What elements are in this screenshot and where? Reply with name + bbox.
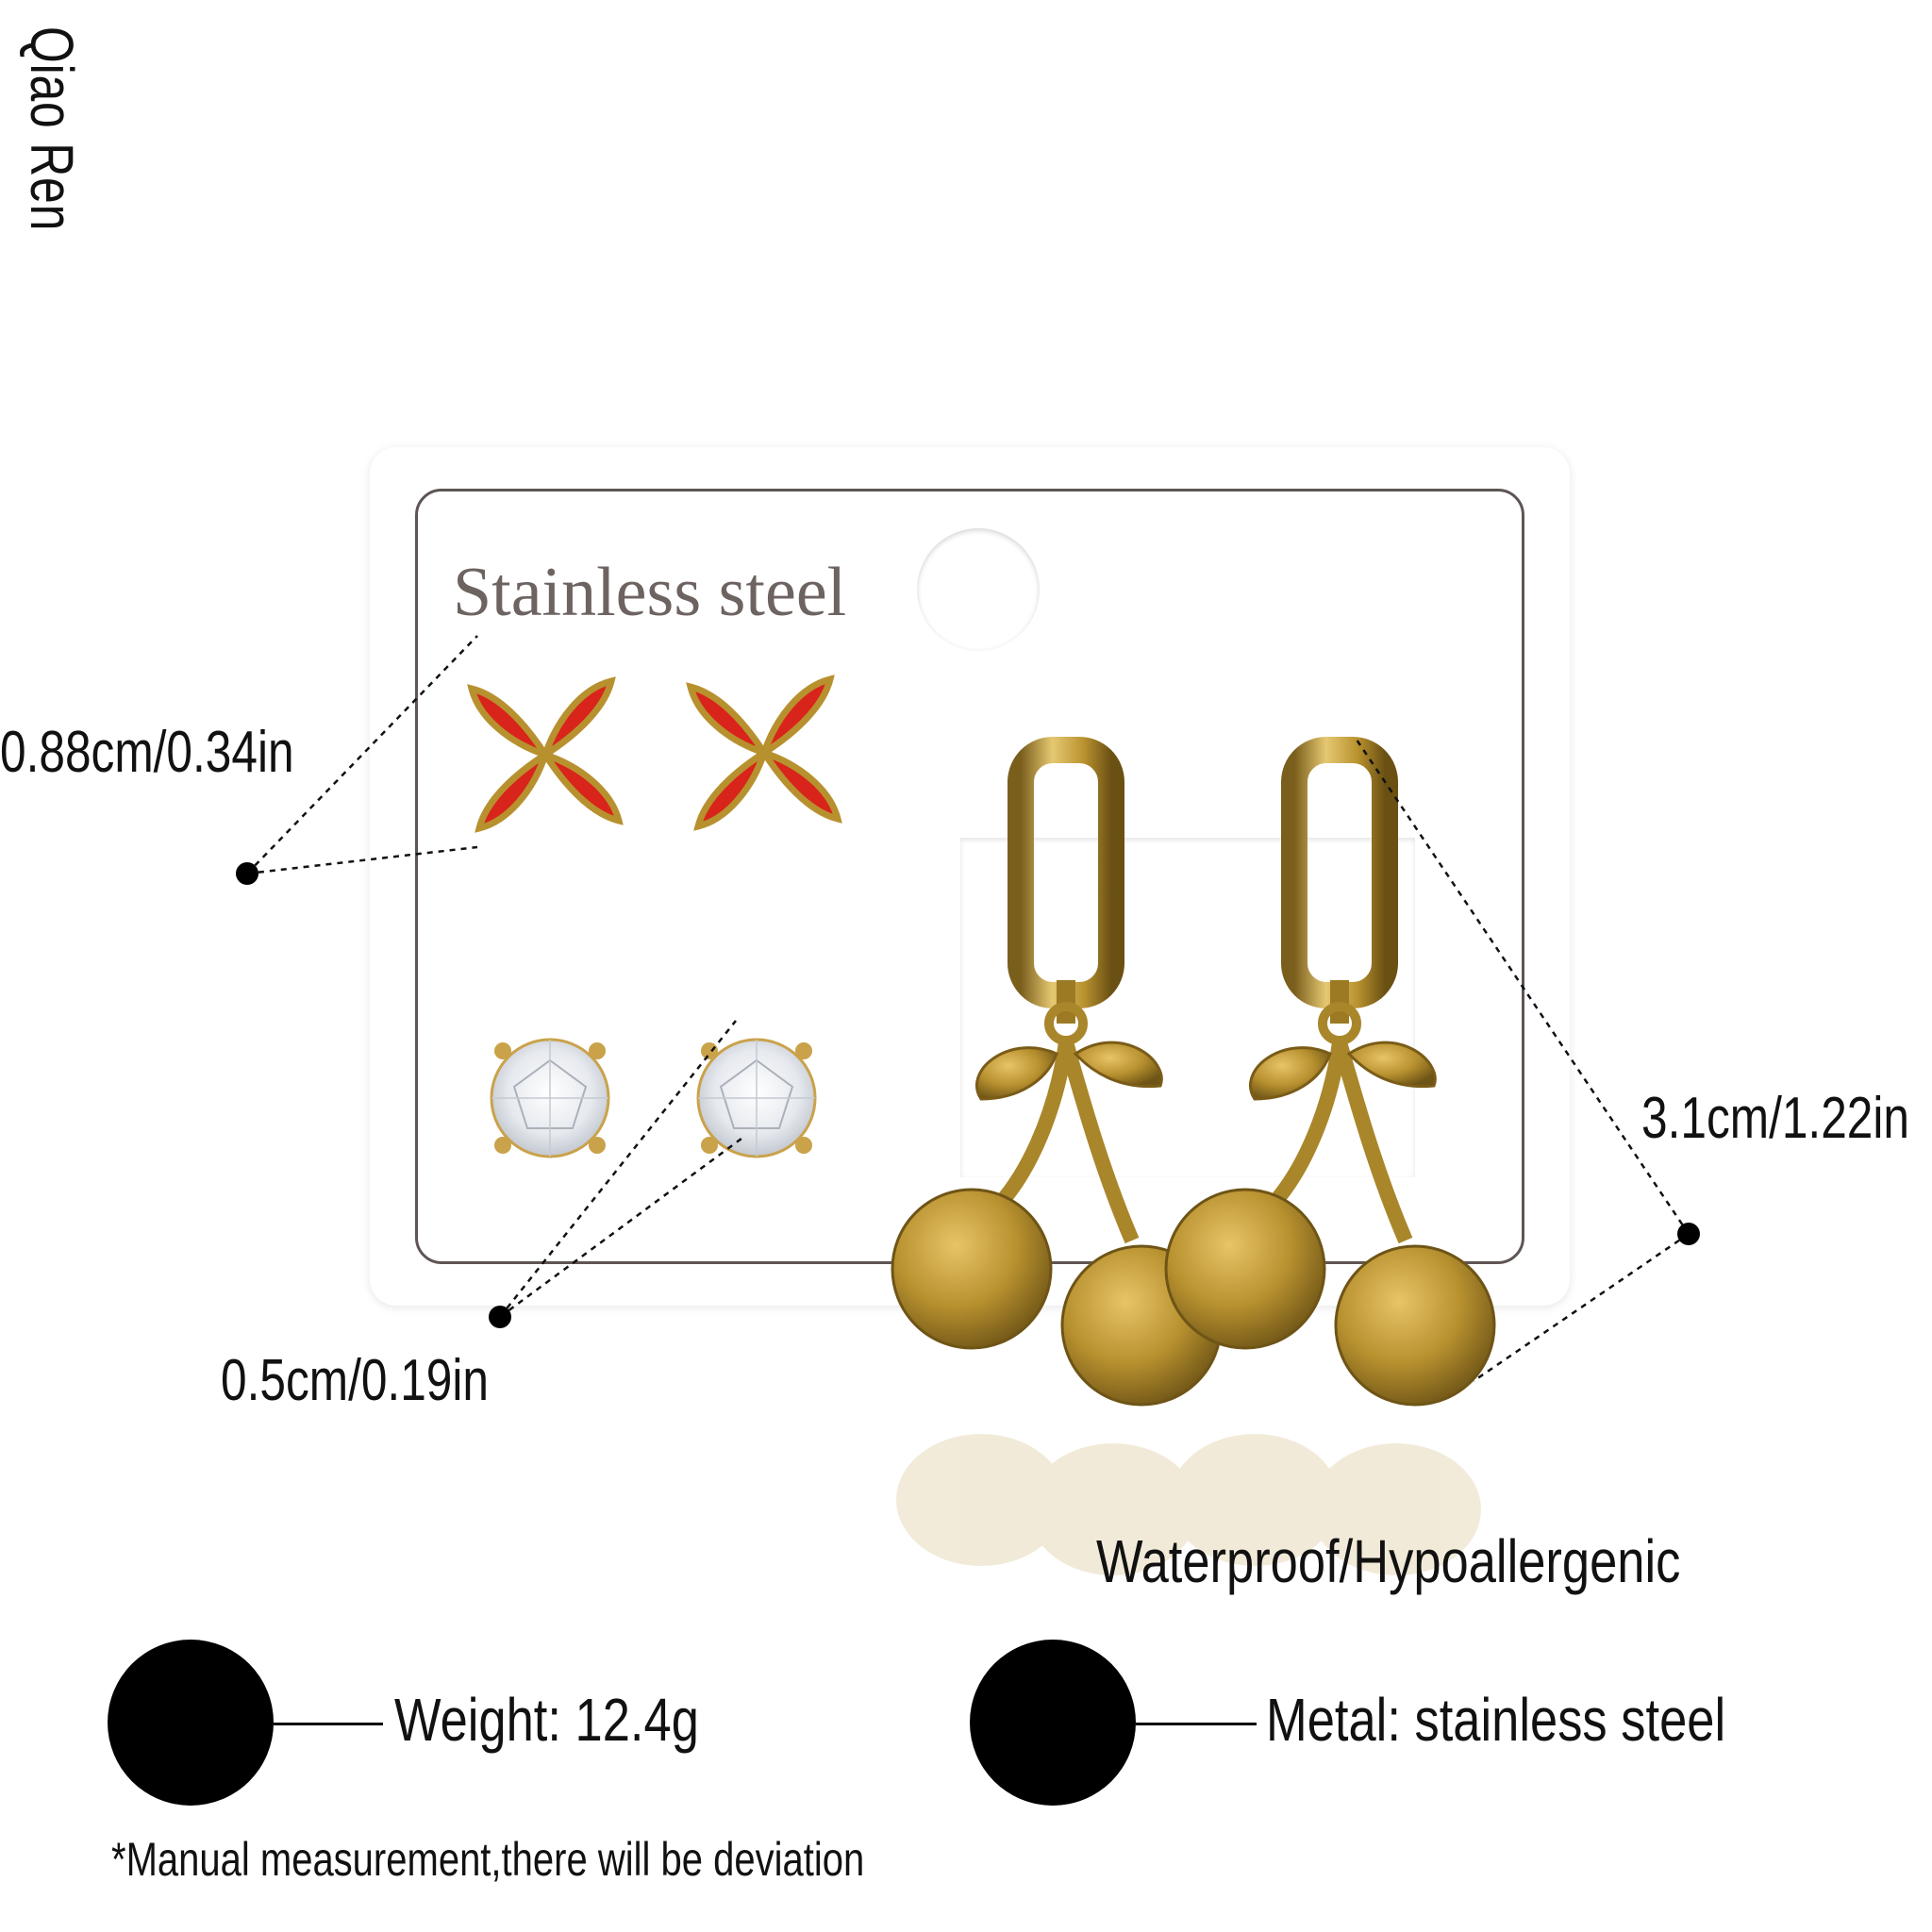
reflection	[896, 1434, 1481, 1575]
metal-spec: Metal: stainless steel	[1266, 1686, 1726, 1754]
stud-measure-dot	[489, 1306, 511, 1328]
stud-size-label: 0.5cm/0.19in	[221, 1348, 489, 1413]
features-label: Waterproof/Hypoallergenic	[1096, 1527, 1681, 1595]
metal-bullet	[970, 1640, 1136, 1806]
cz-stud-left	[490, 1038, 610, 1158]
flower-stud-left	[472, 681, 619, 828]
weight-spec: Weight: 12.4g	[394, 1686, 699, 1754]
measurement-note: *Manual measurement,there will be deviat…	[111, 1833, 865, 1886]
cherry-measure-dot	[1677, 1223, 1700, 1245]
measurement-guides	[246, 635, 1690, 1383]
cherry-size-label: 3.1cm/1.22in	[1641, 1086, 1909, 1151]
hang-hole	[917, 528, 1040, 651]
cz-stud-right	[696, 1038, 817, 1158]
metal-connector	[1136, 1723, 1257, 1725]
card-title: Stainless steel	[453, 554, 847, 631]
flower-size-label: 0.88cm/0.34in	[0, 720, 294, 785]
flower-measure-dot	[236, 862, 258, 885]
flower-stud-right	[691, 679, 838, 826]
cherry-earring-left	[892, 750, 1221, 1405]
weight-bullet	[108, 1640, 274, 1806]
cherry-earring-right	[1166, 750, 1494, 1405]
weight-connector	[274, 1723, 383, 1725]
